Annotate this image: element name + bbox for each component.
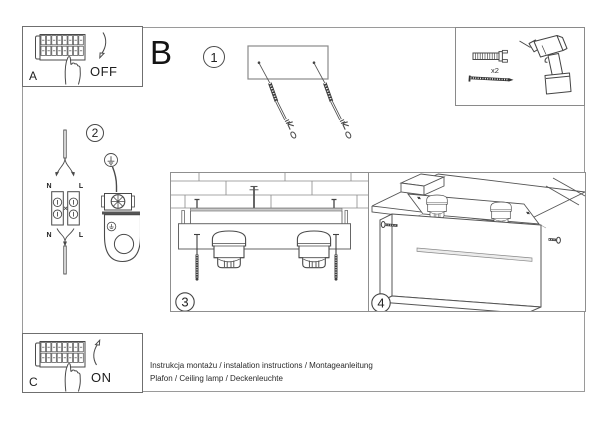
light-slot (416, 247, 533, 262)
lamp-socket-icon (426, 194, 448, 219)
box-a-label: A (29, 69, 38, 83)
drill-icon (519, 35, 572, 95)
step-a-power-off-box: A OFF (22, 26, 143, 87)
plate-screws (417, 196, 530, 215)
step-2-wiring-illustration: N L N L (46, 129, 140, 275)
footer-line-1: Instrukcja montażu / instalation instruc… (150, 361, 373, 370)
neutral-label-bottom: N (46, 232, 51, 239)
ground-symbol-icon (104, 153, 118, 167)
breaker-panel-icon (36, 342, 86, 368)
arrow-down-icon (99, 32, 107, 60)
step-1-badge: 1 (203, 46, 225, 68)
footer-line-2: Plafon / Ceiling lamp / Deckenleuchte (150, 373, 283, 383)
anchor-quantity-label: x2 (491, 66, 499, 75)
step-3-cross-section-illustration: 3 (171, 173, 368, 311)
parts-illustration: x2 (468, 35, 572, 95)
on-label: ON (91, 370, 112, 385)
breaker-panel-off-illustration (23, 32, 107, 85)
breaker-panel-icon (36, 35, 86, 61)
hand-icon (64, 363, 81, 392)
box-c-label: C (29, 375, 38, 389)
ground-terminal-icon (101, 193, 140, 263)
footer-text: Instrukcja montażu / instalation instruc… (150, 360, 480, 385)
side-screw-icon (548, 236, 561, 244)
mounting-panels: 3 (170, 172, 586, 312)
wire-diagram (51, 129, 80, 275)
panel-divider (368, 173, 369, 311)
lamp-socket-icon (211, 230, 247, 269)
step-3-number: 3 (181, 295, 188, 310)
live-label-top: L (79, 183, 84, 190)
off-label: OFF (90, 64, 118, 79)
ceiling-bricks (171, 173, 368, 209)
side-screw-icon (194, 198, 337, 208)
step-3-badge (175, 292, 195, 311)
step-c-power-on-box: C ON (22, 333, 143, 393)
ground-wire (111, 166, 118, 192)
drill-hole-mark (257, 61, 261, 64)
wall-plug-icon (472, 49, 508, 63)
side-screw-icon (380, 221, 398, 228)
step-4-badge (371, 293, 391, 311)
section-b-label: B (150, 34, 173, 71)
breaker-panel-on-illustration (23, 338, 101, 392)
step-4-assembly-illustration: 4 (371, 173, 586, 311)
required-parts-box: x2 (455, 27, 585, 106)
lamp-shade-box (379, 213, 542, 311)
step-4-number: 4 (377, 296, 384, 311)
drill-hole-mark (312, 61, 316, 64)
bracket-sides (190, 211, 343, 224)
hand-icon (64, 56, 81, 85)
neutral-label-top: N (46, 183, 51, 190)
arrow-up-icon (93, 338, 101, 366)
step-2-badge: 2 (86, 124, 104, 142)
canopy-tabs (181, 210, 348, 224)
screw-icon (468, 75, 514, 82)
step-2-number: 2 (91, 126, 99, 140)
step-1-number: 1 (210, 49, 218, 65)
step-1-drilling-illustration (247, 45, 354, 141)
mounting-bracket (190, 207, 343, 212)
lamp-socket-icon (296, 230, 332, 269)
center-screw-icon (249, 185, 259, 208)
live-label-bottom: L (79, 232, 84, 239)
